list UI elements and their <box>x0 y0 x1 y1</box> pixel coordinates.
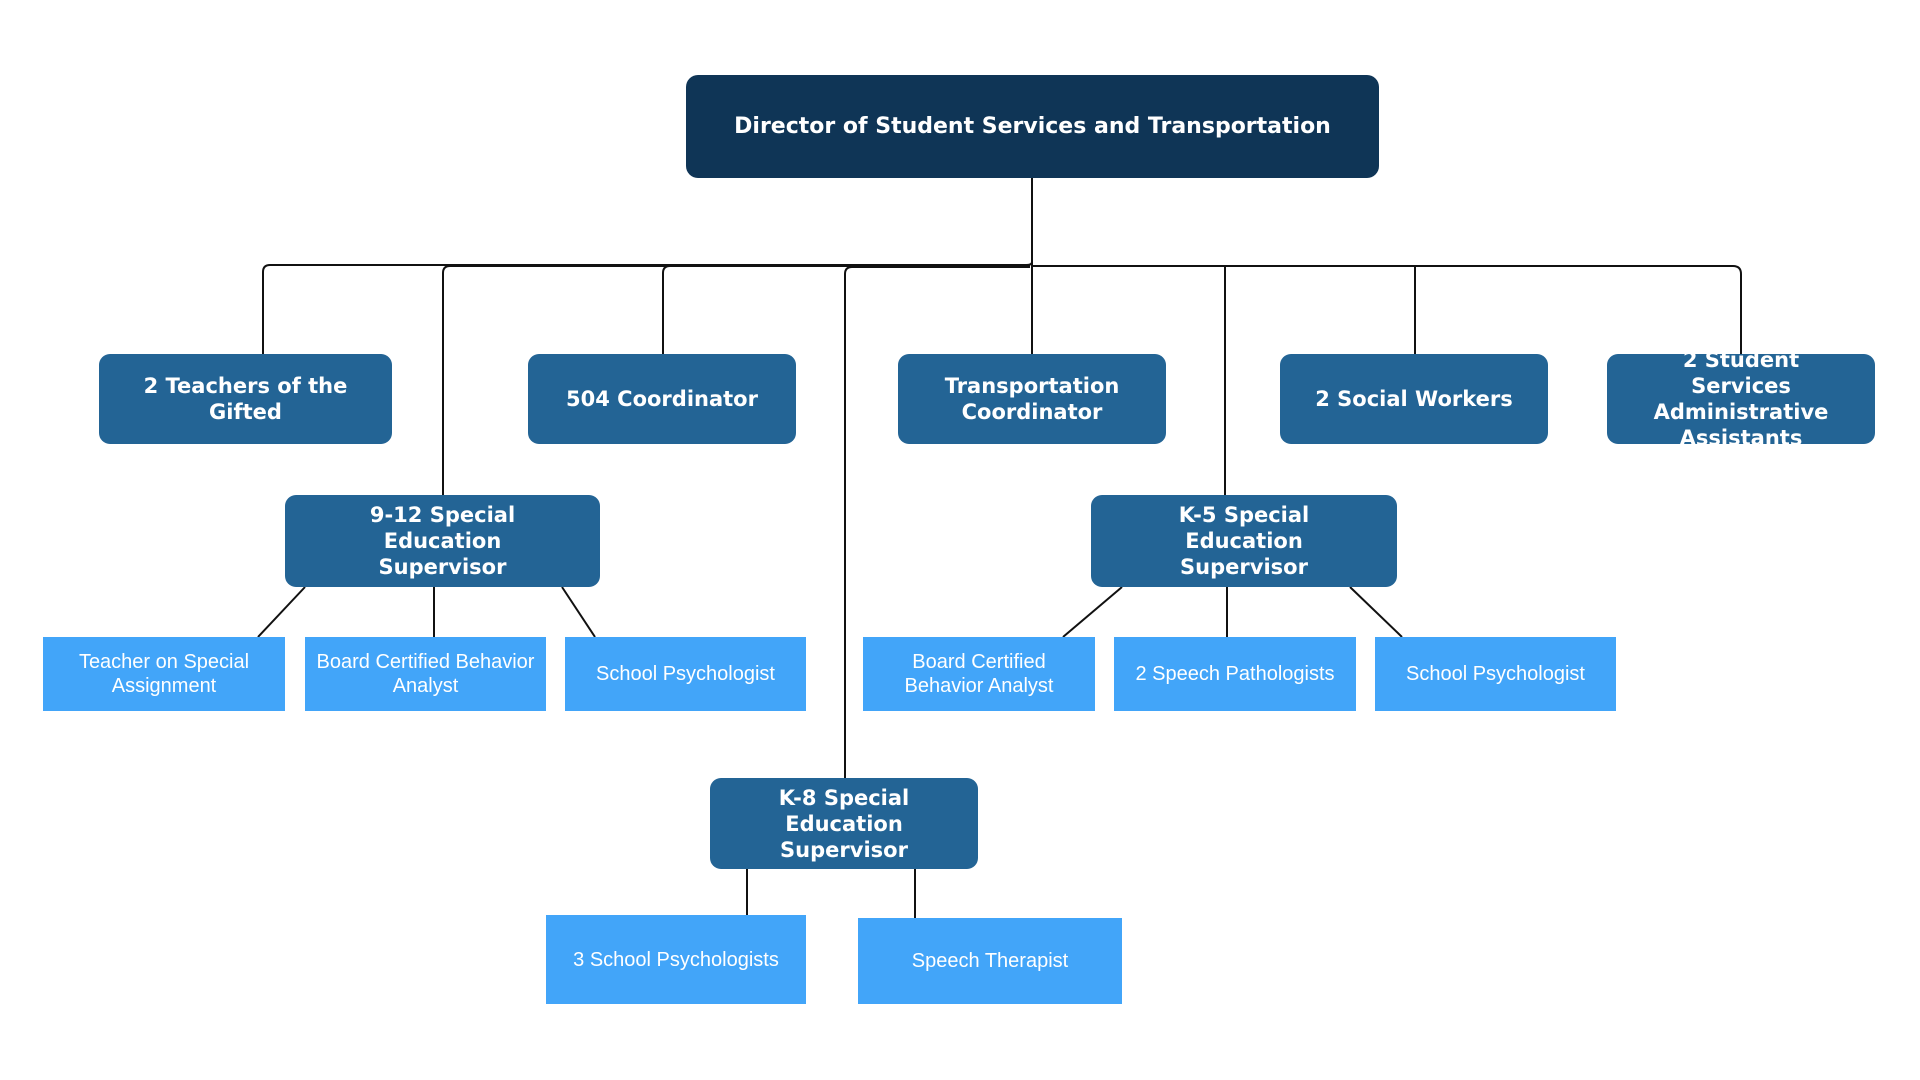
node-label: 2 Teachers of the Gifted <box>143 374 348 424</box>
node-k5-school-psychologist: School Psychologist <box>1375 637 1616 711</box>
node-912-teacher-special-assignment: Teacher on Special Assignment <box>43 637 285 711</box>
node-director: Director of Student Services and Transpo… <box>686 75 1379 178</box>
node-label: Transportation Coordinator <box>944 374 1120 424</box>
node-label: Board Certified Behavior Analyst <box>316 651 535 697</box>
connector-k5-c <box>1349 586 1403 638</box>
node-k5-bcba: Board Certified Behavior Analyst <box>863 637 1095 711</box>
node-label: K-5 Special Education Supervisor <box>1178 503 1310 579</box>
node-label: 2 Speech Pathologists <box>1135 663 1335 685</box>
connector-sup912 <box>442 265 1030 495</box>
node-label: K-8 Special Education Supervisor <box>778 785 910 862</box>
node-label: Teacher on Special Assignment <box>78 651 250 697</box>
node-k8-school-psychologists: 3 School Psychologists <box>546 915 806 1004</box>
node-label: Board Certified Behavior Analyst <box>904 651 1054 697</box>
connector-admin <box>1415 265 1742 354</box>
node-label: School Psychologist <box>596 663 775 685</box>
connector-social <box>1225 265 1416 354</box>
node-k5-speech-pathologists: 2 Speech Pathologists <box>1114 637 1356 711</box>
node-label: School Psychologist <box>1406 663 1585 685</box>
node-transportation-coordinator: Transportation Coordinator <box>898 354 1166 444</box>
connector-912-c <box>561 586 596 638</box>
node-k8-speech-therapist: Speech Therapist <box>858 918 1122 1004</box>
node-504-coordinator: 504 Coordinator <box>528 354 796 444</box>
node-912-supervisor: 9-12 Special Education Supervisor <box>285 495 600 587</box>
node-social-workers: 2 Social Workers <box>1280 354 1548 444</box>
node-label: 2 Social Workers <box>1315 387 1513 411</box>
connector-504 <box>662 265 1030 354</box>
node-label: 3 School Psychologists <box>573 948 779 971</box>
node-label: Speech Therapist <box>911 950 1069 972</box>
connector-k5-a <box>1062 586 1123 638</box>
node-label: 9-12 Special Education Supervisor <box>369 503 516 579</box>
node-director-label: Director of Student Services and Transpo… <box>734 114 1331 139</box>
node-label: 2 Student Services Administrative Assist… <box>1653 348 1829 450</box>
node-k5-supervisor: K-5 Special Education Supervisor <box>1091 495 1397 587</box>
node-912-school-psychologist: School Psychologist <box>565 637 806 711</box>
node-k8-supervisor: K-8 Special Education Supervisor <box>710 778 978 869</box>
connector-k8 <box>844 266 1030 778</box>
connector-gifted <box>262 261 1033 354</box>
node-912-bcba: Board Certified Behavior Analyst <box>305 637 546 711</box>
node-teachers-gifted: 2 Teachers of the Gifted <box>99 354 392 444</box>
connector-912-a <box>257 586 306 638</box>
node-label: 504 Coordinator <box>566 387 758 411</box>
node-admin-assistants: 2 Student Services Administrative Assist… <box>1607 348 1875 450</box>
